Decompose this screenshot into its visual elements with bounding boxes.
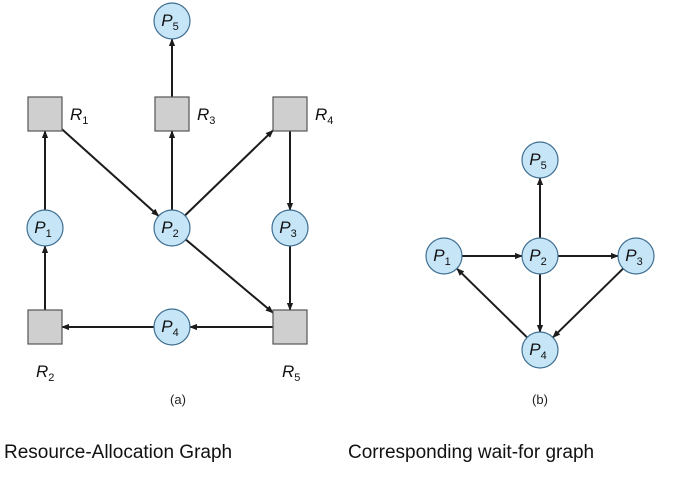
graph-a-p4-label: P4 xyxy=(161,317,178,339)
graph-a-edge-p2-to-r5 xyxy=(185,238,274,314)
graph-a-r3-label: R3 xyxy=(197,105,215,127)
graph-a-r5-label: R5 xyxy=(282,362,300,384)
graph-a-p2-process-node xyxy=(153,209,191,247)
graph-b-p2-label: P2 xyxy=(529,246,546,268)
graph-a-p5-label: P5 xyxy=(161,11,178,33)
graph-b-p1-label: P1 xyxy=(433,246,450,268)
caption-wait-for: Corresponding wait-for graph xyxy=(348,442,594,463)
graph-a-r4-resource-node xyxy=(272,96,308,132)
graph-a-p3-label: P3 xyxy=(279,218,296,240)
graph-b-p3-process-node xyxy=(617,237,655,275)
graph-a-p3-process-node xyxy=(271,209,309,247)
graph-b-p1-process-node xyxy=(425,237,463,275)
graph-b-edge-p4-to-p1 xyxy=(456,267,528,339)
graph-a-edges xyxy=(41,38,294,331)
graph-b-p2-process-node xyxy=(521,237,559,275)
graph-a-p1-label: P1 xyxy=(34,218,51,240)
graph-a-r4-label: R4 xyxy=(315,105,333,127)
graph-a-p5-process-node xyxy=(153,2,191,40)
graph-a-r5-resource-node xyxy=(272,309,308,345)
graph-b-p4-label: P4 xyxy=(529,340,546,362)
caption-resource-allocation: Resource-Allocation Graph xyxy=(4,442,232,463)
graph-a-p2-label: P2 xyxy=(161,218,178,240)
graph-a-p1-process-node xyxy=(26,209,64,247)
graph-a-edge-p2-to-r4 xyxy=(184,129,274,217)
graph-a-r1-label: R1 xyxy=(70,105,88,127)
graph-a-r3-resource-node xyxy=(154,96,190,132)
panel-a-label: (a) xyxy=(170,392,186,407)
graph-b-p5-process-node xyxy=(521,141,559,179)
graph-a-r2-label: R2 xyxy=(36,362,54,384)
graph-a-r1-resource-node xyxy=(27,96,63,132)
graph-b-edge-p3-to-p4 xyxy=(552,267,624,339)
graph-a-p4-process-node xyxy=(153,308,191,346)
panel-b-label: (b) xyxy=(532,392,548,407)
graph-b-p3-label: P3 xyxy=(625,246,642,268)
graph-b-p5-label: P5 xyxy=(529,150,546,172)
graph-b-p4-process-node xyxy=(521,331,559,369)
graph-b-edges xyxy=(456,177,624,339)
graph-a-edge-r1-to-p2 xyxy=(61,128,160,217)
graph-a-r2-resource-node xyxy=(27,309,63,345)
